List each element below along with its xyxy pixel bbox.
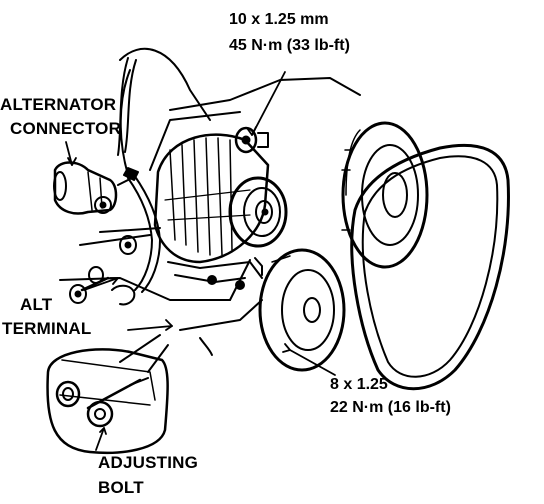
- alternator-connector-label-line2: CONNECTOR: [10, 119, 122, 138]
- lower-pulley: [258, 248, 346, 372]
- alt-terminal-hardware: [69, 235, 137, 306]
- lower-bolt-size-label: 8 x 1.25: [330, 376, 388, 393]
- crank-pulley: [341, 121, 429, 269]
- lower-bolt-torque-label: 22 N·m (16 lb-ft): [330, 399, 451, 416]
- alternator-body: [153, 133, 270, 264]
- alternator-pulley: [228, 176, 288, 248]
- drive-belt: [350, 143, 510, 391]
- leader-lines: [65, 71, 336, 451]
- alternator-connector-label-line1: ALTERNATOR: [0, 95, 117, 114]
- adjusting-bolt-label-line1: ADJUSTING: [98, 453, 199, 472]
- upper-bolt-size-label: 10 x 1.25 mm: [229, 11, 329, 28]
- engine-block: [59, 47, 361, 331]
- adjusting-bracket: [167, 257, 263, 356]
- wiring-harness: [117, 57, 161, 293]
- adjusting-bolt-detail-inset: [46, 348, 169, 455]
- alt-terminal-label-line2: TERMINAL: [2, 319, 92, 338]
- alt-terminal-label-line1: ALT: [20, 295, 53, 314]
- alternator-connector: [53, 161, 118, 215]
- upper-bolt-torque-label: 45 N·m (33 lb-ft): [229, 37, 350, 54]
- adjusting-bolt-label-line2: BOLT: [98, 478, 144, 497]
- upper-mounting-bolt: [234, 126, 269, 154]
